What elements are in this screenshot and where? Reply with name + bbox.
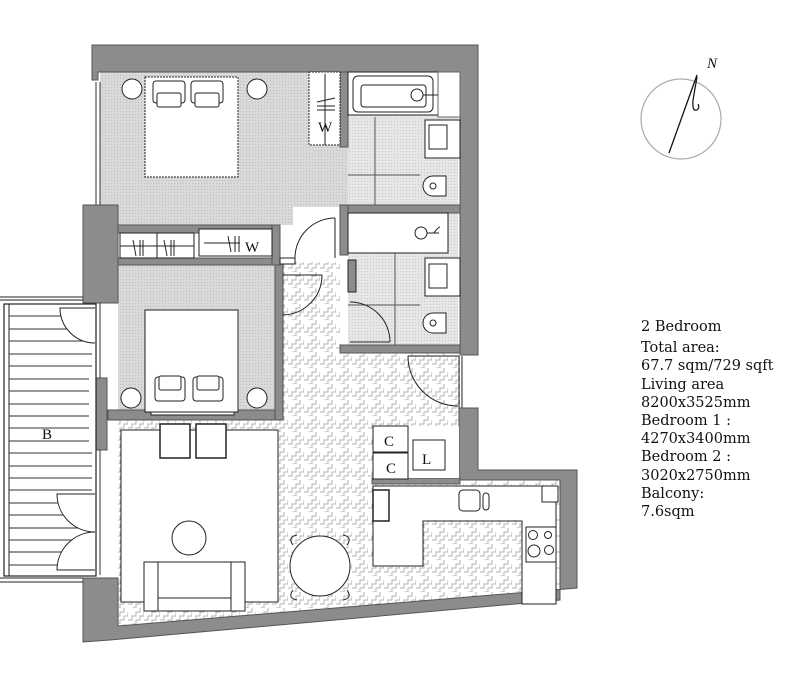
legend-balcony-value: 7.6sqm [641, 504, 695, 521]
bedroom-2-furniture [120, 309, 268, 416]
armchair [159, 423, 191, 459]
compass-arrow-icon [692, 76, 700, 111]
bedside-table [246, 78, 268, 100]
entrance-door [407, 355, 463, 408]
dining-table [289, 535, 351, 597]
kitchen-counter [372, 485, 557, 605]
laundry-label: L [422, 452, 431, 468]
wardrobe-2-label: W [245, 240, 260, 256]
legend-total-area-value: 67.7 sqm/729 sqft [641, 358, 774, 375]
sink [458, 489, 481, 512]
bedroom-2-door [282, 274, 323, 316]
cupboard-1 [372, 425, 409, 453]
legend-living-area-label: Living area [641, 376, 725, 393]
compass-needle-icon [668, 74, 698, 154]
legend-bedroom-2-value: 3020x2750mm [641, 467, 751, 484]
legend-bedroom-1-value: 4270x3400mm [641, 431, 751, 448]
wardrobe-1-label: W [318, 120, 333, 136]
living-furniture [120, 423, 351, 612]
compass-circle [640, 78, 722, 160]
legend-total-area-label: Total area: [641, 340, 720, 357]
legend-balcony-label: Balcony: [641, 485, 705, 502]
area-legend: 2 Bedroom Total area: 67.7 sqm/729 sqft … [641, 318, 789, 521]
compass-north-label: N [706, 56, 718, 72]
sofa [143, 561, 246, 612]
bathroom-fixtures [347, 71, 461, 205]
legend-bedroom-2-label: Bedroom 2 : [641, 449, 731, 466]
bedside-table [121, 78, 143, 100]
bedroom-1-door [279, 217, 336, 265]
balcony: B [0, 296, 97, 583]
compass: N [640, 56, 722, 160]
coffee-table [171, 520, 207, 556]
cupboard-1-label: C [384, 434, 394, 450]
kitchen [372, 425, 559, 605]
legend-title: 2 Bedroom [641, 319, 722, 335]
wardrobe-2 [119, 228, 273, 259]
bedside-table [246, 387, 268, 409]
legend-bedroom-1-label: Bedroom 1 : [641, 413, 731, 430]
legend-living-area-value: 8200x3525mm [641, 394, 751, 411]
ensuite-fixtures [347, 212, 461, 345]
cupboard-2-label: C [386, 461, 396, 477]
bedside-table [120, 387, 142, 409]
armchair [195, 423, 227, 459]
balcony-label: B [42, 427, 52, 443]
cupboard-2 [372, 452, 409, 480]
bedroom-1-furniture [121, 71, 341, 178]
laundry [412, 439, 446, 471]
